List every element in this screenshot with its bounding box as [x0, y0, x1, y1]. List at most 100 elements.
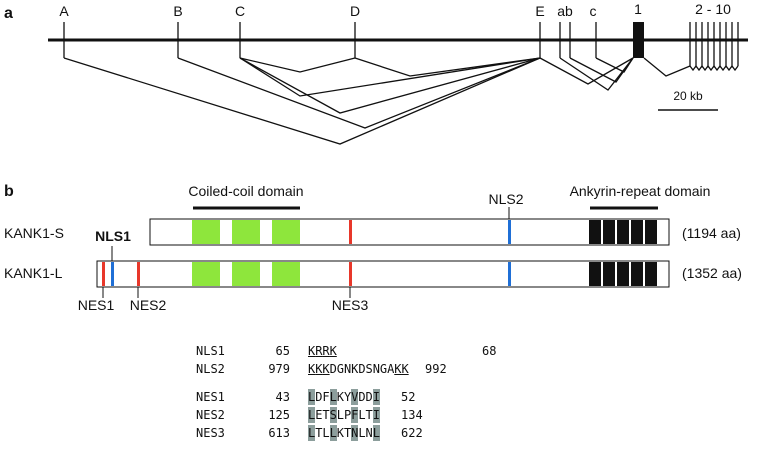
residue: A: [387, 362, 395, 376]
sequence-residues: LTLLKTNLNL: [308, 425, 380, 441]
isoform-s-coil-3: [272, 220, 300, 244]
exon-label-A: A: [59, 3, 69, 19]
residue: E: [315, 408, 323, 422]
isoform-s-ankyrin: [589, 220, 657, 244]
sequence-start: 125: [268, 408, 290, 422]
residue: F: [351, 407, 359, 423]
residue: R: [322, 344, 330, 358]
residue: Y: [343, 390, 352, 404]
sequence-start: 979: [268, 362, 290, 376]
residue: D: [358, 362, 366, 376]
splice-1-2: [643, 57, 691, 77]
residue: K: [336, 426, 344, 440]
residue: L: [308, 389, 316, 405]
exon-label-ab: ab: [557, 3, 573, 19]
splice-C-E1: [239, 57, 541, 114]
residue: N: [372, 362, 380, 376]
ankyrin-label: Ankyrin-repeat domain: [570, 183, 711, 199]
sequence-name: NES3: [196, 426, 225, 440]
sequence-residues: KKKDGNKDSNGAKK: [308, 361, 409, 377]
panel-a-label: a: [4, 5, 13, 22]
isoform-s-coil-2: [232, 220, 260, 244]
splice-c-1: [595, 57, 634, 73]
residue: T: [365, 408, 373, 422]
residue: I: [372, 407, 380, 423]
residue: G: [379, 362, 388, 376]
splice-2-10: [689, 64, 739, 72]
residue: L: [329, 425, 337, 441]
residue: L: [308, 407, 316, 423]
isoform-l-ankyrin: [589, 262, 657, 286]
residue: K: [329, 344, 337, 358]
nes2-label: NES2: [130, 297, 167, 313]
coiled-coil-label: Coiled-coil domain: [188, 183, 303, 199]
sequence-end: 52: [401, 390, 416, 404]
residue: K: [308, 362, 316, 376]
sequence-name: NES2: [196, 408, 225, 422]
sequence-start: 613: [268, 426, 290, 440]
residue: N: [365, 426, 373, 440]
residue: L: [372, 425, 380, 441]
sequence-start: 65: [275, 344, 290, 358]
sequence-name: NLS2: [196, 362, 225, 376]
panel-b-label: b: [4, 183, 14, 200]
sequence-row-nls2: NLS2 979 KKKDGNKDSNGAKK 992: [196, 361, 536, 377]
exons-2-10-ticks: [689, 22, 739, 66]
isoform-l-nls1: [111, 262, 114, 286]
splice-C-E2: [239, 57, 541, 97]
exon-label-c: c: [590, 3, 597, 19]
nls2-label: NLS2: [488, 191, 523, 207]
isoform-s-nes3: [349, 220, 352, 244]
nes1-label: NES1: [78, 297, 115, 313]
sequence-residues: LDFLKYVDDI: [308, 389, 380, 405]
sequence-end: 622: [401, 426, 423, 440]
residue: K: [336, 390, 344, 404]
isoform-l-nes3: [349, 262, 352, 286]
isoform-l-nes1: [102, 262, 105, 286]
residue: K: [394, 362, 402, 376]
residue: L: [329, 389, 337, 405]
residue: N: [351, 425, 359, 441]
residue: R: [315, 344, 323, 358]
sequence-residues: KRRK: [308, 343, 337, 359]
isoform-l-bar: [96, 260, 670, 288]
isoform-l-coil-1: [192, 262, 220, 286]
exon-label-D: D: [350, 3, 360, 19]
residue: L: [358, 426, 366, 440]
residue: D: [315, 390, 323, 404]
residue: F: [322, 390, 330, 404]
residue: K: [322, 362, 330, 376]
residue: G: [336, 362, 344, 376]
residue: K: [308, 344, 316, 358]
residue: K: [401, 362, 409, 376]
residue: L: [358, 408, 366, 422]
residue: K: [351, 362, 359, 376]
nls1-label: NLS1: [95, 228, 131, 244]
splice-D-E: [354, 57, 541, 77]
residue: P: [343, 408, 352, 422]
residue: T: [322, 408, 330, 422]
residue: L: [336, 408, 344, 422]
residue: D: [358, 390, 366, 404]
exon-1: [633, 22, 644, 58]
exon-label-1: 1: [634, 1, 642, 17]
scale-bar-label: 20 kb: [673, 89, 703, 103]
residue: L: [308, 425, 316, 441]
exon-label-2-10: 2 - 10: [695, 1, 731, 17]
residue: L: [322, 426, 330, 440]
isoform-l-length: (1352 aa): [682, 265, 742, 281]
isoform-s-length: (1194 aa): [682, 225, 741, 241]
sequence-end: 68: [482, 344, 497, 358]
exon-label-C: C: [235, 3, 245, 19]
residue: S: [365, 362, 373, 376]
residue: V: [351, 389, 359, 405]
residue: S: [329, 407, 337, 423]
isoform-l-nes2: [137, 262, 140, 286]
sequence-residues: LETSLPFLTI: [308, 407, 380, 423]
sequence-end: 992: [425, 362, 447, 376]
residue: D: [365, 390, 373, 404]
isoform-l-name: KANK1-L: [4, 265, 63, 281]
